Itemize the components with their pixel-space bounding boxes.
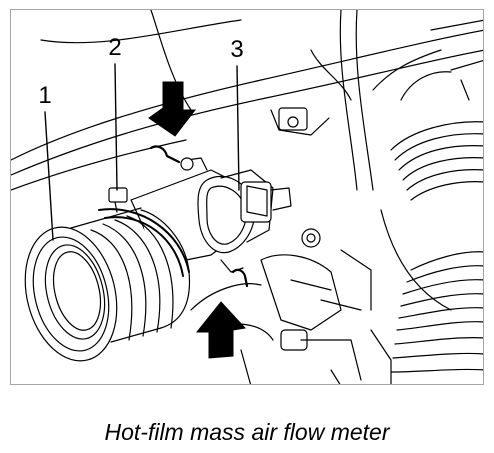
callout-leaders [44, 63, 240, 241]
arrow-down-icon [148, 81, 197, 137]
leader-line-3 [236, 65, 240, 191]
engine-components [190, 228, 392, 384]
engine-bay-drawing [11, 10, 483, 384]
leader-line-2 [114, 63, 118, 191]
engine-bay-lines [11, 10, 483, 191]
retaining-clips [149, 145, 249, 288]
arrow-up-icon [195, 301, 246, 359]
hose-clamp [98, 187, 190, 277]
diagram-frame: 1 2 3 [10, 9, 484, 385]
callout-label-2: 2 [108, 34, 122, 61]
air-duct-right [380, 121, 483, 373]
callout-label-3: 3 [230, 36, 244, 63]
figure-caption: Hot-film mass air flow meter [104, 419, 390, 445]
callout-label-1: 1 [38, 82, 52, 109]
air-intake-hose [24, 207, 191, 362]
leader-line-1 [44, 111, 54, 241]
